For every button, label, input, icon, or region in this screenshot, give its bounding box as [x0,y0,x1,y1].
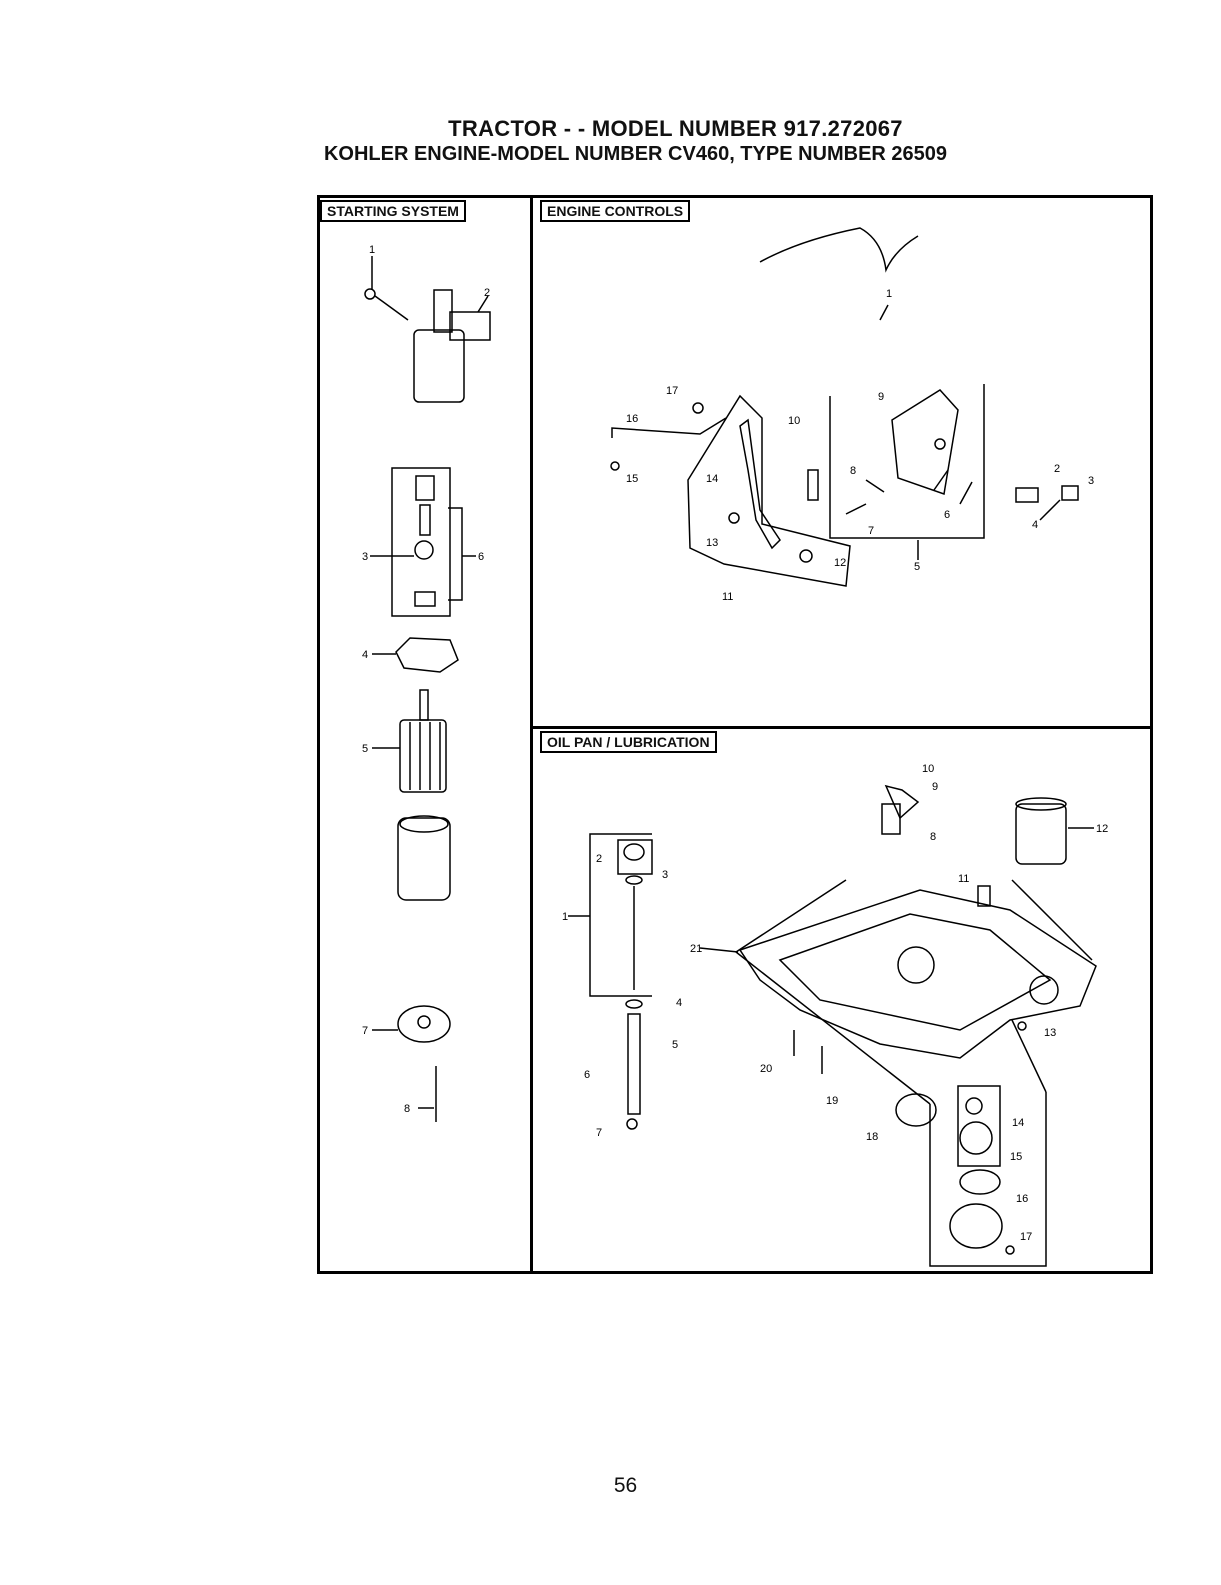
callout-op-11: 11 [958,873,969,885]
callout-op-20: 20 [760,1063,772,1075]
callout-ec-11: 11 [722,591,733,603]
armature-illustration [372,690,446,792]
callout-op-1: 1 [562,911,568,923]
callout-ss-4: 4 [362,649,368,661]
seal-and-bolts-illustration [794,1022,1026,1126]
callout-op-18: 18 [866,1131,878,1143]
callout-ec-2: 2 [1054,463,1060,475]
callout-ss-3: 3 [362,551,368,563]
callout-op-3: 3 [662,869,668,881]
callout-ec-17: 17 [666,385,678,397]
callout-op-6: 6 [584,1069,590,1081]
linkage-parts-illustration [1016,486,1078,520]
callout-ss-6: 6 [478,551,484,563]
callout-op-17: 17 [1020,1231,1032,1243]
callout-ss-1: 1 [369,244,375,256]
callout-ec-10: 10 [788,415,800,427]
callout-op-12: 12 [1096,823,1108,835]
callout-ec-4: 4 [1032,519,1038,531]
end-cap-illustration [372,1006,450,1042]
breather-parts-illustration [882,786,990,906]
callout-op-16: 16 [1016,1193,1028,1205]
callout-op-4: 4 [676,997,682,1009]
callout-op-9: 9 [932,781,938,793]
callout-ss-5: 5 [362,743,368,755]
callout-ec-8: 8 [850,465,856,477]
callout-op-8: 8 [930,831,936,843]
throttle-lever-illustration [611,396,850,586]
callout-op-19: 19 [826,1095,838,1107]
callout-op-21: 21 [690,943,702,955]
oil-filter-illustration [1016,798,1094,864]
callout-ec-9: 9 [878,391,884,403]
callout-ec-1: 1 [886,288,892,300]
callout-ss-7: 7 [362,1025,368,1037]
callout-op-5: 5 [672,1039,678,1051]
callout-op-13: 13 [1044,1027,1056,1039]
starter-motor-illustration [365,256,490,402]
callout-ec-3: 3 [1088,475,1094,487]
callout-op-7: 7 [596,1127,602,1139]
callout-op-10: 10 [922,763,934,775]
callout-ec-12: 12 [834,557,846,569]
callout-ec-7: 7 [868,525,874,537]
callout-op-15: 15 [1010,1151,1022,1163]
callout-op-14: 14 [1012,1117,1024,1129]
dipstick-assembly-illustration [568,834,652,1129]
choke-cable-illustration [760,228,918,320]
page-number: 56 [0,1474,1221,1498]
callout-ec-13: 13 [706,537,718,549]
thru-bolt-illustration [418,1066,436,1122]
callout-ec-16: 16 [626,413,638,425]
callout-ec-6: 6 [944,509,950,521]
frame-housing-illustration [398,816,450,900]
drive-kit-illustration [370,468,476,616]
callout-ec-15: 15 [626,473,638,485]
callout-ss-8: 8 [404,1103,410,1115]
callout-ec-14: 14 [706,473,718,485]
brush-holder-illustration [372,638,458,672]
callout-op-2: 2 [596,853,602,865]
callout-ec-5: 5 [914,561,920,573]
callout-ss-2: 2 [484,287,490,299]
